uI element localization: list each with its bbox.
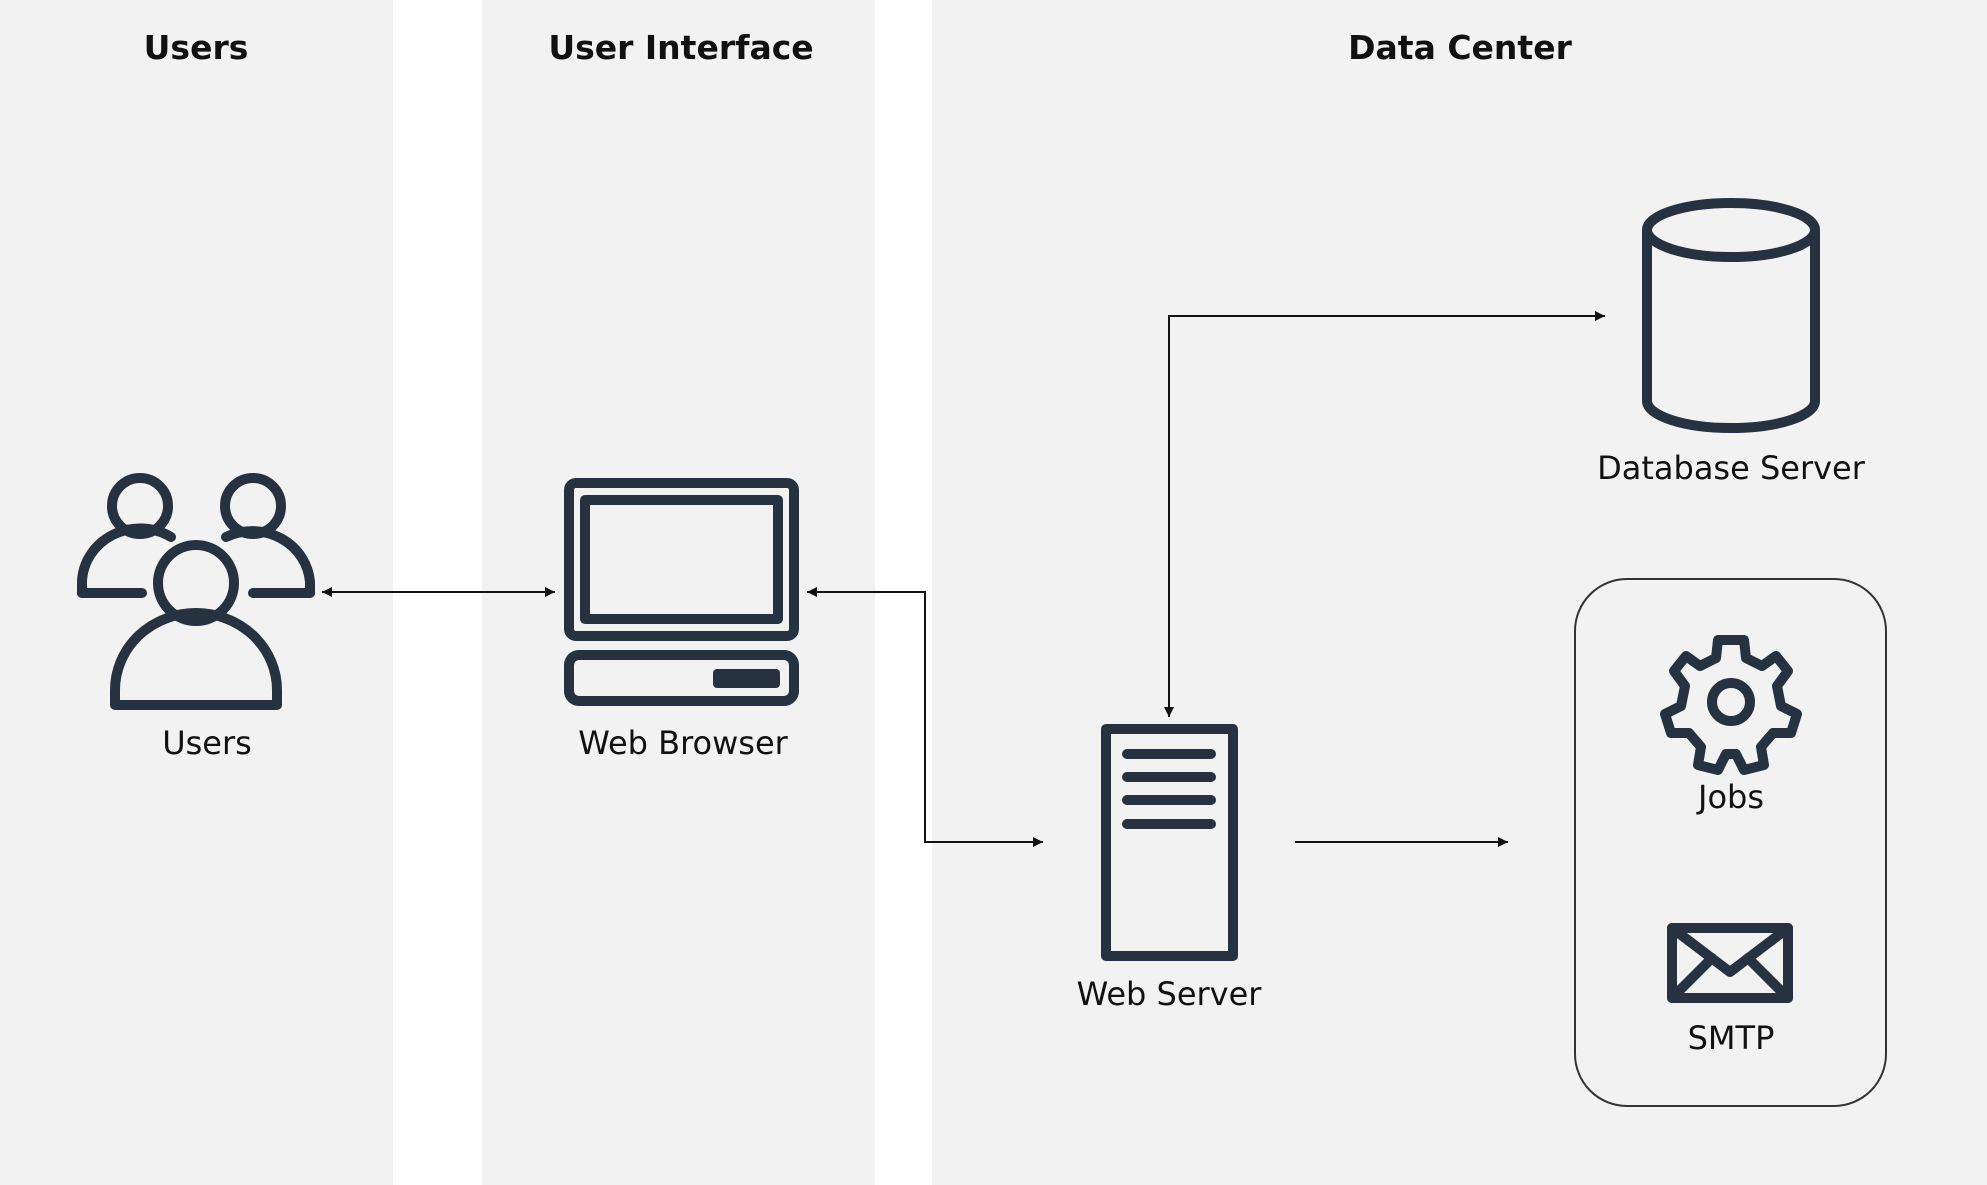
edge-webserver-database [1164,311,1605,717]
server-tower-icon [1101,724,1238,961]
lane-title-users: Users [144,28,249,67]
users-group-icon [77,473,315,710]
gear-icon [1660,635,1802,775]
lane-title-data-center: Data Center [1348,28,1572,67]
node-label-web-browser: Web Browser [578,724,788,762]
edge-browser-webserver [807,587,1043,847]
node-label-web-server: Web Server [1077,975,1263,1013]
database-cylinder-icon [1642,198,1820,433]
node-label-database-server: Database Server [1597,449,1866,487]
services-group [1574,578,1887,1107]
node-label-smtp: SMTP [1688,1019,1775,1057]
lane-title-user-interface: User Interface [548,28,813,67]
node-label-users: Users [162,724,252,762]
envelope-icon [1667,923,1793,1003]
computer-icon [564,478,799,706]
node-label-jobs: Jobs [1696,778,1764,816]
